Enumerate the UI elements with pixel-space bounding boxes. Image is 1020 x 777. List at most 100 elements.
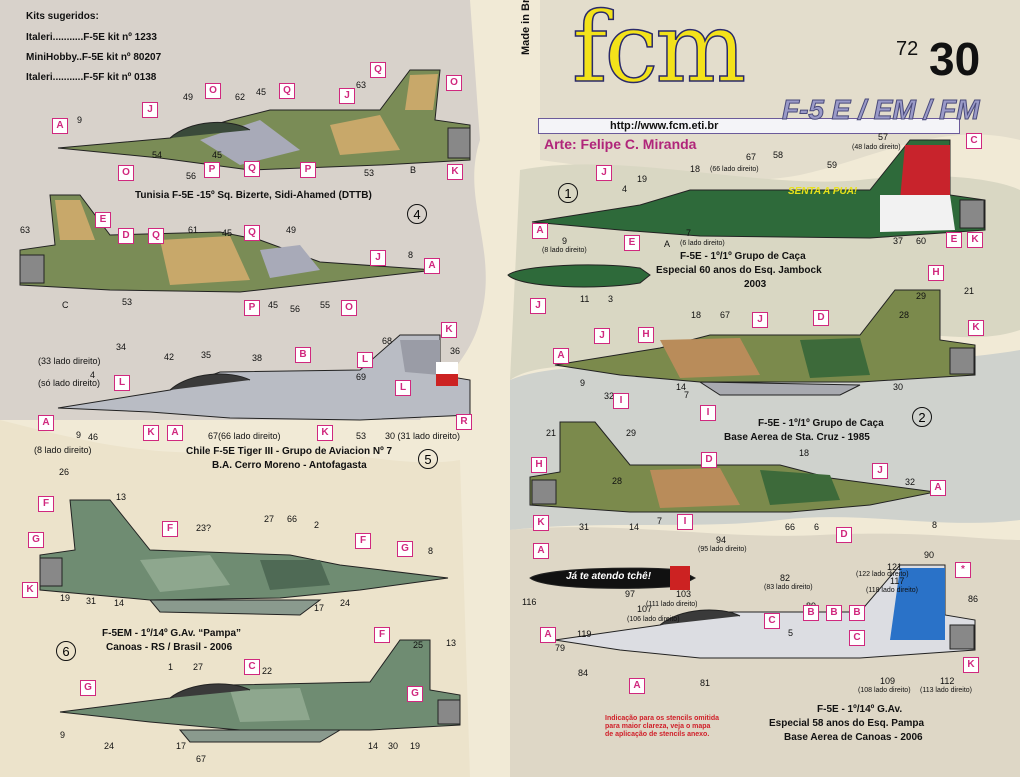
caption-em-1: F-5EM - 1º/14º G.Av. “Pampa” xyxy=(102,628,242,639)
callout-label: G xyxy=(397,541,413,557)
callout-label: D xyxy=(701,452,717,468)
drop-tank-jambock xyxy=(507,264,651,288)
model-subtitle: F-5 E / EM / FM xyxy=(782,94,981,126)
callout-label: C xyxy=(849,630,865,646)
callout-label: A xyxy=(930,480,946,496)
callout-label: J xyxy=(594,328,610,344)
callout-label: A xyxy=(38,415,54,431)
callout-label: J xyxy=(752,312,768,328)
callout-label: J xyxy=(872,463,888,479)
callout-label: L xyxy=(114,375,130,391)
caption-chile-1: Chile F-5E Tiger III - Grupo de Aviacion… xyxy=(186,446,393,457)
caption-jambock-3: 2003 xyxy=(744,279,767,290)
note-p108: (108 lado direito) xyxy=(858,687,911,694)
callout-label: H xyxy=(638,327,654,343)
callout-label: F xyxy=(162,521,178,537)
aircraft-tunisia xyxy=(57,69,471,171)
callout-label: K xyxy=(967,232,983,248)
note-j8: (8 lado direito) xyxy=(542,247,587,254)
callout-label: P xyxy=(204,162,220,178)
callout-label: Q xyxy=(244,225,260,241)
callout-label: O xyxy=(446,75,462,91)
caption-stacruz-1: F-5E - 1º/1º Grupo de Caça xyxy=(758,418,884,429)
callout-label: G xyxy=(407,686,423,702)
callout-label: O xyxy=(118,165,134,181)
callout-label: K xyxy=(533,515,549,531)
caption-chile-2: B.A. Cerro Moreno - Antofagasta xyxy=(212,460,367,471)
note-p95: (95 lado direito) xyxy=(698,546,747,553)
callout-label: J xyxy=(339,88,355,104)
callout-label: A xyxy=(532,223,548,239)
caption-pampa-3: Base Aerea de Canoas - 2006 xyxy=(784,732,923,743)
callout-label: * xyxy=(955,562,971,578)
callout-label: D xyxy=(813,310,829,326)
note-p118: (118 lado direito) xyxy=(866,587,919,594)
callout-label: A xyxy=(424,258,440,274)
callout-label: E xyxy=(946,232,962,248)
callout-label: L xyxy=(357,352,373,368)
callout-label: I xyxy=(700,405,716,421)
caption-stacruz-2: Base Aerea de Sta. Cruz - 1985 xyxy=(724,432,870,443)
callout-label: K xyxy=(22,582,38,598)
kit-line-3: Italeri...........F-5F kit nº 0138 xyxy=(26,72,157,83)
callout-label: J xyxy=(370,250,386,266)
artist-credit: Arte: Felipe C. Miranda xyxy=(544,136,697,152)
callout-label: D xyxy=(118,228,134,244)
callout-label: J xyxy=(530,298,546,314)
callout-label: C xyxy=(966,133,982,149)
caption-jambock-2: Especial 60 anos do Esq. Jambock xyxy=(656,265,822,276)
callout-label: Q xyxy=(244,161,260,177)
callout-label: I xyxy=(677,514,693,530)
kit-line-1: Italeri...........F-5E kit nº 1233 xyxy=(26,32,157,43)
callout-label: L xyxy=(395,380,411,396)
scheme-number-1: 1 xyxy=(558,183,578,203)
callout-label: P xyxy=(244,300,260,316)
sheet-number: 30 xyxy=(929,33,981,85)
note-j6: (6 lado direito) xyxy=(680,240,725,247)
note-8: (8 lado direito) xyxy=(34,445,92,455)
note-j66: (66 lado direito) xyxy=(710,166,759,173)
callout-label: Q xyxy=(370,62,386,78)
callout-label: A xyxy=(52,118,68,134)
scheme-number-4: 4 xyxy=(407,204,427,224)
callout-label: B xyxy=(295,347,311,363)
scheme-number-2: 2 xyxy=(912,407,932,427)
callout-label: O xyxy=(341,300,357,316)
callout-label: K xyxy=(968,320,984,336)
callout-label: B xyxy=(826,605,842,621)
fcm-logo: fcm xyxy=(571,0,747,105)
website-url: http://www.fcm.eti.br xyxy=(610,120,719,132)
callout-label: J xyxy=(142,102,158,118)
callout-label: F xyxy=(355,533,371,549)
callout-label: A xyxy=(553,348,569,364)
scheme-number-6: 6 xyxy=(56,641,76,661)
note-4: (só lado direito) xyxy=(38,378,101,388)
callout-label: H xyxy=(928,265,944,281)
callout-label: I xyxy=(613,393,629,409)
callout-label: E xyxy=(624,235,640,251)
callout-label: K xyxy=(441,322,457,338)
caption-em-2: Canoas - RS / Brasil - 2006 xyxy=(106,642,233,653)
callout-label: P xyxy=(300,162,316,178)
callout-label: R xyxy=(456,414,472,430)
callout-label: J xyxy=(596,165,612,181)
tail-text-jambock: SENTA A PUA! xyxy=(788,186,858,197)
aircraft-stacruz-1 xyxy=(554,289,976,396)
note-p83: (83 lado direito) xyxy=(764,584,813,591)
aircraft-em-1 xyxy=(39,499,449,616)
tank-text-pampa: Já te atendo tchê! xyxy=(566,571,652,582)
caption-pampa-1: F-5E - 1º/14º G.Av. xyxy=(817,704,903,715)
note-j48: (48 lado direito) xyxy=(852,144,901,151)
callout-label: K xyxy=(447,164,463,180)
callout-label: K xyxy=(143,425,159,441)
note-30: 30 (31 lado direito) xyxy=(385,431,461,441)
scale-label: 72 xyxy=(896,38,919,60)
callout-label: C xyxy=(764,613,780,629)
note-p113: (113 lado direito) xyxy=(920,687,973,694)
callout-label: A xyxy=(533,543,549,559)
callout-label: A xyxy=(629,678,645,694)
aircraft-stacruz-2 xyxy=(529,421,936,513)
aircraft-pampa xyxy=(554,564,976,659)
